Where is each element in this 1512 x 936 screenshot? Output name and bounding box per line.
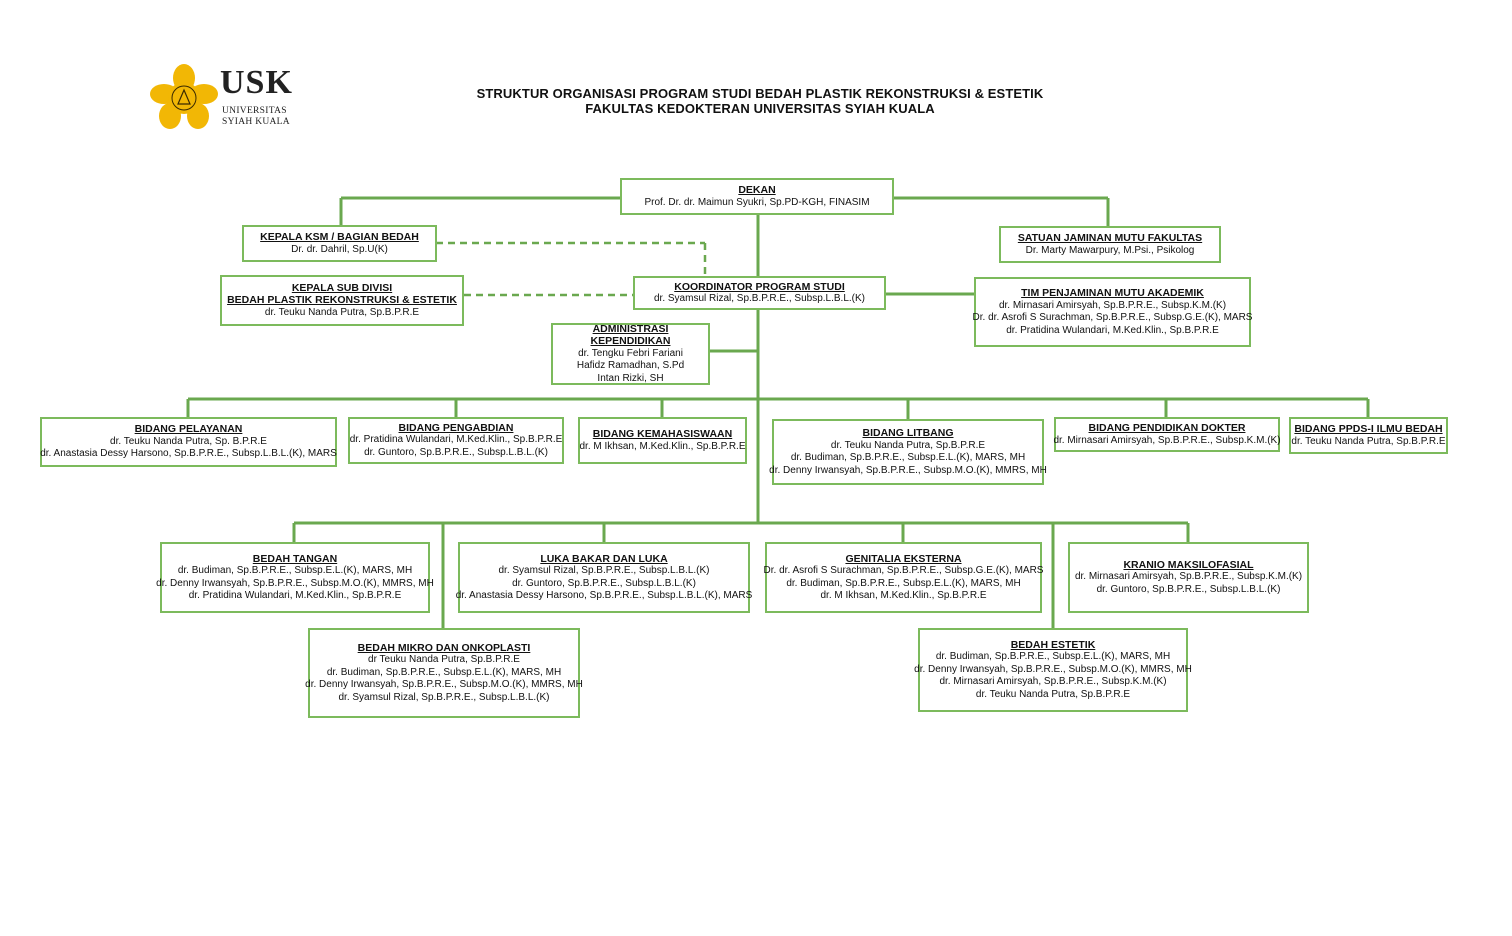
member: Dr. dr. Asrofi S Surachman, Sp.B.P.R.E.,… bbox=[972, 312, 1253, 323]
member: dr. Budiman, Sp.B.P.R.E., Subsp.E.L.(K),… bbox=[935, 651, 1171, 663]
box-tim-penjaminan-mutu: TIM PENJAMINAN MUTU AKADEMIK dr. Mirnasa… bbox=[972, 277, 1253, 347]
member: dr. Teuku Nanda Putra, Sp.B.P.R.E bbox=[1291, 435, 1446, 447]
member: dr. Budiman, Sp.B.P.R.E., Subsp.E.L.(K),… bbox=[786, 577, 1021, 589]
box-title: BIDANG PPDS-I ILMU BEDAH bbox=[1294, 423, 1443, 435]
box-bidang-ppds: BIDANG PPDS-I ILMU BEDAH dr. Teuku Nanda… bbox=[1289, 417, 1448, 454]
chart-title: STRUKTUR ORGANISASI PROGRAM STUDI BEDAH … bbox=[450, 86, 1070, 116]
usk-logo: USK UNIVERSITAS SYIAH KUALA bbox=[150, 62, 310, 134]
member: dr. Mirnasari Amirsyah, Sp.B.P.R.E., Sub… bbox=[939, 676, 1167, 688]
box-title: SATUAN JAMINAN MUTU FAKULTAS bbox=[1017, 232, 1203, 244]
box-title: BEDAH ESTETIK bbox=[1010, 638, 1096, 651]
member: dr. Denny Irwansyah, Sp.B.P.R.E., Subsp.… bbox=[156, 577, 434, 589]
box-title: KEPALA SUB DIVISI bbox=[291, 281, 393, 294]
box-title: BIDANG KEMAHASISWAAN bbox=[592, 428, 733, 440]
member: dr. Guntoro, Sp.B.P.R.E., Subsp.L.B.L.(K… bbox=[364, 446, 548, 458]
member: dr Teuku Nanda Putra, Sp.B.P.R.E bbox=[368, 654, 520, 666]
member: dr. Tengku Febri Fariani bbox=[578, 347, 683, 359]
member: dr. Budiman, Sp.B.P.R.E., Subsp.E.L.(K),… bbox=[326, 666, 562, 678]
member: dr. Teuku Nanda Putra, Sp.B.P.R.E bbox=[264, 306, 420, 318]
box-dekan: DEKAN Prof. Dr. dr. Maimun Syukri, Sp.PD… bbox=[620, 178, 894, 215]
member: dr. Denny Irwansyah, Sp.B.P.R.E., Subsp.… bbox=[305, 679, 583, 691]
box-administrasi-kependidikan: ADMINISTRASI KEPENDIDIKAN dr. Tengku Feb… bbox=[551, 323, 710, 385]
box-title: ADMINISTRASI KEPENDIDIKAN bbox=[590, 322, 671, 348]
box-bedah-estetik: BEDAH ESTETIK dr. Budiman, Sp.B.P.R.E., … bbox=[914, 628, 1192, 712]
title-line-1: STRUKTUR ORGANISASI PROGRAM STUDI BEDAH … bbox=[476, 86, 1044, 101]
logo-university-name: UNIVERSITAS SYIAH KUALA bbox=[222, 106, 290, 127]
member: Dr. dr. Asrofi S Surachman, Sp.B.P.R.E.,… bbox=[763, 565, 1044, 576]
logo-line-1: UNIVERSITAS bbox=[222, 106, 287, 116]
logo-line-2: SYIAH KUALA bbox=[222, 116, 290, 127]
box-kepala-sub-divisi: KEPALA SUB DIVISI BEDAH PLASTIK REKONSTR… bbox=[220, 275, 464, 326]
member: dr. Teuku Nanda Putra, Sp.B.P.R.E bbox=[830, 439, 986, 451]
member: dr. Pratidina Wulandari, M.Ked.Klin., Sp… bbox=[349, 434, 563, 446]
member: dr. M Ikhsan, M.Ked.Klin., Sp.B.P.R.E bbox=[820, 590, 987, 601]
box-luka-bakar: LUKA BAKAR DAN LUKA dr. Syamsul Rizal, S… bbox=[455, 542, 753, 613]
member: dr. Guntoro, Sp.B.P.R.E., Subsp.L.B.L.(K… bbox=[1096, 583, 1281, 595]
box-bidang-pendidikan-dokter: BIDANG PENDIDIKAN DOKTER dr. Mirnasari A… bbox=[1053, 417, 1281, 452]
member: dr. Teuku Nanda Putra, Sp.B.P.R.E bbox=[975, 688, 1131, 700]
member: dr. Anastasia Dessy Harsono, Sp.B.P.R.E.… bbox=[455, 590, 753, 601]
member: dr. Teuku Nanda Putra, Sp. B.P.R.E bbox=[110, 435, 267, 447]
box-title: KOORDINATOR PROGRAM STUDI bbox=[674, 280, 845, 293]
box-kranio-maksilofasial: KRANIO MAKSILOFASIAL dr. Mirnasari Amirs… bbox=[1068, 542, 1309, 613]
box-bidang-litbang: BIDANG LITBANG dr. Teuku Nanda Putra, Sp… bbox=[769, 419, 1047, 485]
box-title: BIDANG PELAYANAN bbox=[134, 423, 243, 436]
box-title: TIM PENJAMINAN MUTU AKADEMIK bbox=[1021, 287, 1204, 299]
box-bedah-mikro-onkoplasti: BEDAH MIKRO DAN ONKOPLASTI dr Teuku Nand… bbox=[305, 628, 583, 718]
member: Dr. dr. Dahril, Sp.U(K) bbox=[291, 243, 388, 255]
box-bidang-pelayanan: BIDANG PELAYANAN dr. Teuku Nanda Putra, … bbox=[40, 417, 337, 467]
title-line-2: FAKULTAS KEDOKTERAN UNIVERSITAS SYIAH KU… bbox=[585, 101, 935, 116]
logo-abbr: USK bbox=[220, 64, 293, 101]
box-bidang-pengabdian: BIDANG PENGABDIAN dr. Pratidina Wulandar… bbox=[348, 417, 564, 464]
member: dr. M Ikhsan, M.Ked.Klin., Sp.B.P.R.E bbox=[579, 440, 746, 452]
box-title: DEKAN bbox=[738, 184, 776, 196]
member: dr. Guntoro, Sp.B.P.R.E., Subsp.L.B.L.(K… bbox=[512, 577, 696, 589]
member: dr. Pratidina Wulandari, M.Ked.Klin., Sp… bbox=[188, 590, 402, 601]
usk-emblem-icon bbox=[150, 64, 218, 129]
box-title: BIDANG PENDIDIKAN DOKTER bbox=[1088, 422, 1246, 434]
member: dr. Syamsul Rizal, Sp.B.P.R.E., Subsp.L.… bbox=[498, 565, 710, 576]
box-genitalia-eksterna: GENITALIA EKSTERNA Dr. dr. Asrofi S Sura… bbox=[763, 542, 1044, 613]
box-bedah-tangan: BEDAH TANGAN dr. Budiman, Sp.B.P.R.E., S… bbox=[156, 542, 434, 613]
member: dr. Budiman, Sp.B.P.R.E., Subsp.E.L.(K),… bbox=[790, 452, 1026, 463]
member: dr. Mirnasari Amirsyah, Sp.B.P.R.E., Sub… bbox=[1074, 571, 1303, 583]
member: Intan Rizki, SH bbox=[597, 372, 664, 384]
member: dr. Denny Irwansyah, Sp.B.P.R.E., Subsp.… bbox=[769, 464, 1047, 476]
box-title: BIDANG PENGABDIAN bbox=[398, 421, 514, 434]
box-title: LUKA BAKAR DAN LUKA bbox=[540, 552, 668, 565]
box-title: GENITALIA EKSTERNA bbox=[845, 552, 962, 565]
member: dr. Anastasia Dessy Harsono, Sp.B.P.R.E.… bbox=[40, 448, 337, 460]
member: Hafidz Ramadhan, S.Pd bbox=[576, 360, 685, 372]
box-bidang-kemahasiswaan: BIDANG KEMAHASISWAAN dr. M Ikhsan, M.Ked… bbox=[578, 417, 747, 464]
member: dr. Denny Irwansyah, Sp.B.P.R.E., Subsp.… bbox=[914, 663, 1192, 675]
box-title-2: BEDAH PLASTIK REKONSTRUKSI & ESTETIK bbox=[227, 294, 457, 307]
box-title: BIDANG LITBANG bbox=[862, 427, 954, 439]
box-satuan-jaminan-mutu: SATUAN JAMINAN MUTU FAKULTAS Dr. Marty M… bbox=[999, 226, 1221, 263]
box-title: KEPALA KSM / BAGIAN BEDAH bbox=[260, 231, 419, 243]
member: dr. Syamsul Rizal, Sp.B.P.R.E., Subsp.L.… bbox=[653, 293, 865, 304]
member: dr. Mirnasari Amirsyah, Sp.B.P.R.E., Sub… bbox=[998, 299, 1227, 311]
member: dr. Pratidina Wulandari, M.Ked.Klin., Sp… bbox=[1006, 324, 1219, 336]
member: dr. Mirnasari Amirsyah, Sp.B.P.R.E., Sub… bbox=[1053, 434, 1281, 446]
member: dr. Budiman, Sp.B.P.R.E., Subsp.E.L.(K),… bbox=[177, 565, 413, 576]
member: Prof. Dr. dr. Maimun Syukri, Sp.PD-KGH, … bbox=[644, 196, 870, 208]
box-kepala-ksm: KEPALA KSM / BAGIAN BEDAH Dr. dr. Dahril… bbox=[242, 225, 437, 262]
box-koordinator-program-studi: KOORDINATOR PROGRAM STUDI dr. Syamsul Ri… bbox=[633, 276, 886, 310]
box-title: KRANIO MAKSILOFASIAL bbox=[1123, 558, 1254, 571]
box-title: BEDAH TANGAN bbox=[252, 552, 338, 565]
member: Dr. Marty Mawarpury, M.Psi., Psikolog bbox=[1025, 244, 1195, 256]
box-title: BEDAH MIKRO DAN ONKOPLASTI bbox=[357, 641, 531, 654]
member: dr. Syamsul Rizal, Sp.B.P.R.E., Subsp.L.… bbox=[338, 691, 550, 703]
